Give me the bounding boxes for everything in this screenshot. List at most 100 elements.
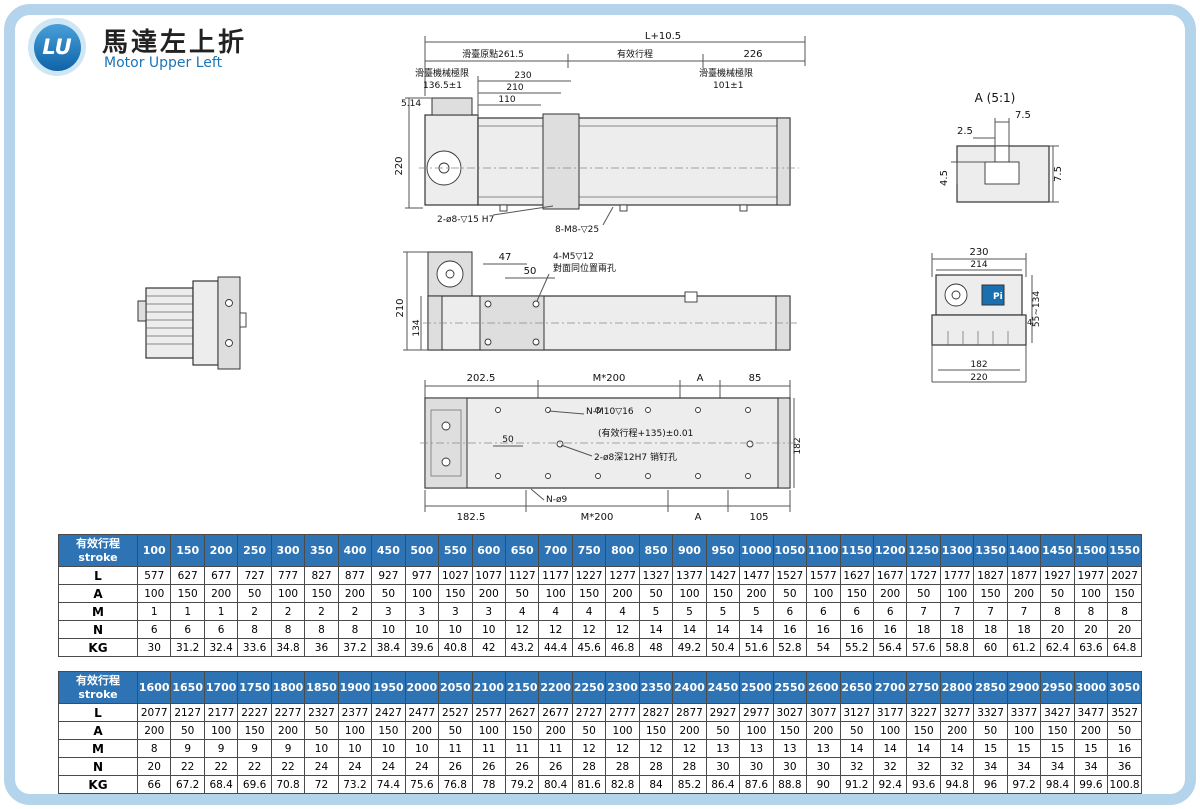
data-cell: 13	[806, 739, 841, 758]
data-cell: 12	[638, 739, 674, 758]
stroke-value-header: 2000	[404, 671, 440, 704]
data-cell: 7	[1006, 602, 1042, 621]
data-cell: 94.8	[939, 775, 975, 794]
data-cell: 36	[304, 638, 339, 657]
data-cell: 3277	[939, 703, 975, 722]
stroke-header-en: stroke	[78, 550, 118, 564]
limit-left-label: 滑臺機械極限	[415, 67, 469, 79]
data-cell: 5	[638, 602, 674, 621]
dim-230: 230	[514, 71, 531, 81]
data-cell: 34	[1040, 757, 1075, 776]
limit-right-value: 101±1	[713, 81, 743, 91]
stroke-value-header: 200	[203, 534, 239, 567]
note-screw-holes: 8-M8-▽25	[555, 225, 599, 235]
data-cell: 20	[1040, 620, 1075, 639]
data-cell: 48	[638, 638, 674, 657]
data-cell: 200	[672, 721, 707, 740]
data-cell: 50	[1107, 721, 1142, 740]
front-view-drawing: L+10.5 滑臺原點261.5 有效行程 226 滑臺機械極限 136.5±1…	[394, 31, 806, 235]
stroke-value-header: 1550	[1107, 534, 1142, 567]
dim-230-section: 230	[969, 247, 988, 258]
data-cell: 34	[1006, 757, 1042, 776]
row-label: N	[58, 757, 138, 776]
data-cell: 28	[605, 757, 640, 776]
data-cell: 2277	[270, 703, 306, 722]
data-cell: 13	[705, 739, 741, 758]
data-cell: 1227	[571, 566, 607, 585]
data-cell: 2877	[672, 703, 707, 722]
data-cell: 26	[471, 757, 506, 776]
data-cell: 28	[571, 757, 607, 776]
data-cell: 40.8	[438, 638, 473, 657]
data-cell: 8	[1107, 602, 1142, 621]
data-cell: 2427	[371, 703, 406, 722]
data-cell: 200	[806, 721, 841, 740]
data-cell: 2027	[1107, 566, 1142, 585]
data-cell: 9	[270, 739, 306, 758]
data-cell: 7	[939, 602, 975, 621]
data-cell: 81.6	[571, 775, 607, 794]
data-cell: 34	[1073, 757, 1109, 776]
data-cell: 200	[939, 721, 975, 740]
stroke-value-header: 650	[504, 534, 540, 567]
data-cell: 200	[136, 721, 172, 740]
stroke-value-header: 2100	[471, 671, 506, 704]
data-cell: 827	[304, 566, 339, 585]
stroke-value-header: 1450	[1040, 534, 1075, 567]
data-cell: 6	[806, 602, 841, 621]
data-cell: 3427	[1040, 703, 1075, 722]
data-cell: 10	[371, 739, 406, 758]
data-cell: 50	[906, 584, 941, 603]
data-cell: 2477	[404, 703, 440, 722]
dim-a-bottom: A	[695, 512, 702, 523]
detail-a-title: A (5:1)	[975, 91, 1016, 105]
data-cell: 15	[973, 739, 1008, 758]
data-cell: 2077	[136, 703, 172, 722]
data-cell: 2727	[571, 703, 607, 722]
row-label: L	[58, 703, 138, 722]
data-cell: 150	[438, 584, 473, 603]
data-cell: 96	[973, 775, 1008, 794]
data-cell: 10	[337, 739, 373, 758]
data-cell: 22	[237, 757, 272, 776]
dim-4-5: 4.5	[939, 170, 950, 186]
data-cell: 15	[1006, 739, 1042, 758]
data-cell: 100	[337, 721, 373, 740]
data-cell: 1427	[705, 566, 741, 585]
data-cell: 67.2	[170, 775, 205, 794]
stroke-value-header: 400	[337, 534, 373, 567]
data-cell: 5	[672, 602, 707, 621]
data-cell: 200	[605, 584, 640, 603]
data-cell: 79.2	[504, 775, 540, 794]
data-cell: 14	[638, 620, 674, 639]
pi-logo: Pi	[993, 292, 1003, 302]
data-cell: 50.4	[705, 638, 741, 657]
stroke-value-header: 2500	[739, 671, 774, 704]
note-nm10-holes: N-M10▽16	[586, 407, 634, 417]
data-cell: 43.2	[504, 638, 540, 657]
data-cell: 100	[872, 721, 908, 740]
dim-slider-origin: 滑臺原點261.5	[462, 48, 524, 60]
note-opposite-holes: 對面同位置兩孔	[553, 262, 616, 274]
data-cell: 39.6	[404, 638, 440, 657]
data-cell: 16	[872, 620, 908, 639]
stroke-value-header: 2950	[1040, 671, 1075, 704]
data-cell: 6	[136, 620, 172, 639]
data-cell: 2927	[705, 703, 741, 722]
data-cell: 24	[404, 757, 440, 776]
dim-50-bottom: 50	[502, 435, 514, 445]
stroke-value-header: 1500	[1073, 534, 1109, 567]
stroke-value-header: 900	[672, 534, 707, 567]
data-cell: 150	[906, 721, 941, 740]
dim-total-length: L+10.5	[645, 31, 681, 42]
data-cell: 32.4	[203, 638, 239, 657]
data-cell: 8	[337, 620, 373, 639]
stroke-value-header: 950	[705, 534, 741, 567]
data-cell: 200	[1006, 584, 1042, 603]
